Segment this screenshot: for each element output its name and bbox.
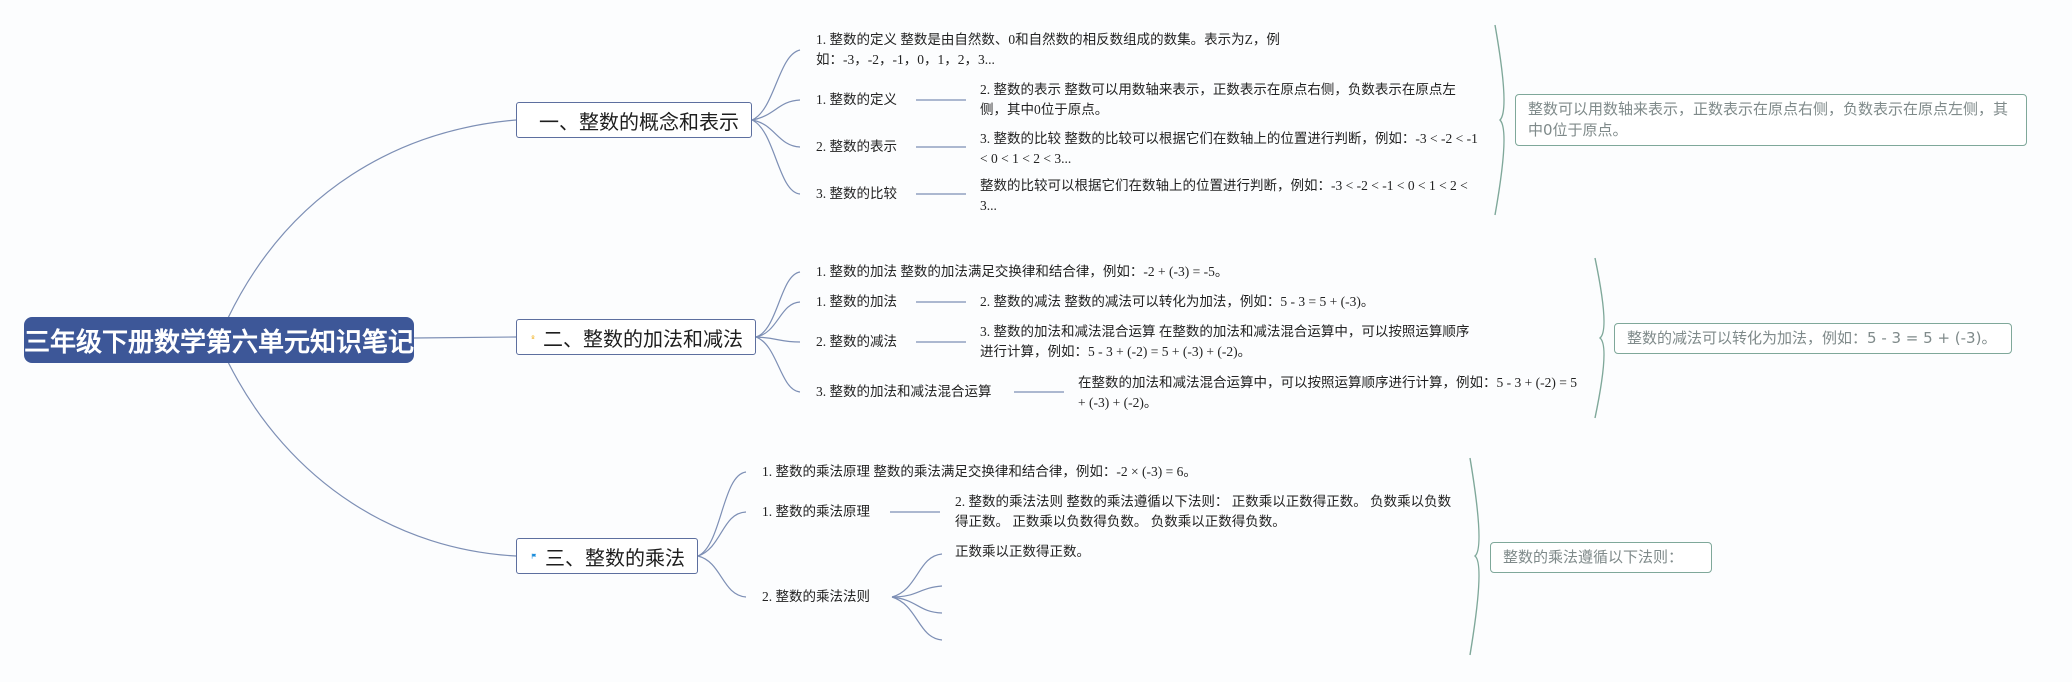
b3-sub-1[interactable]: 正数乘以正数得正数。	[955, 544, 1090, 559]
root-topic[interactable]: 三年级下册数学第六单元知识笔记	[24, 317, 414, 363]
b1-detail-4[interactable]: 整数的比较可以根据它们在数轴上的位置进行判断，例如：-3 < -2 < -1 <…	[980, 178, 1468, 213]
connector-b3-sub-4	[891, 596, 943, 641]
branch-topic-1-label: 一、整数的概念和表示	[539, 109, 739, 134]
connector-b1-item-3	[751, 119, 801, 148]
b2-item-3[interactable]: 2. 整数的减法	[816, 334, 897, 349]
connector-b1-item-4	[751, 119, 801, 195]
b1-detail-3[interactable]: 3. 整数的比较 整数的比较可以根据它们在数轴上的位置进行判断，例如：-3 < …	[980, 131, 1478, 166]
summary-brace-1	[1494, 24, 1505, 216]
award-medal-icon	[531, 335, 535, 340]
connector-b3-item-2	[697, 511, 747, 557]
connector-b1-item-2	[751, 99, 801, 121]
b1-item-1[interactable]: 1. 整数的定义 整数是由自然数、0和自然数的相反数组成的数集。表示为Z，例如：…	[816, 32, 1280, 67]
b1-detail-2[interactable]: 2. 整数的表示 整数可以用数轴来表示，正数表示在原点右侧，负数表示在原点左侧，…	[980, 82, 1456, 117]
b3-item-2[interactable]: 1. 整数的乘法原理	[762, 504, 870, 519]
summary-1[interactable]: 整数可以用数轴来表示，正数表示在原点右侧，负数表示在原点左侧，其中0位于原点。	[1515, 94, 2027, 146]
branch-topic-3[interactable]: 三、整数的乘法	[516, 538, 698, 574]
b3-detail-2[interactable]: 2. 整数的乘法法则 整数的乘法遵循以下法则： 正数乘以正数得正数。 负数乘以负…	[955, 494, 1452, 529]
summary-3[interactable]: 整数的乘法遵循以下法则：	[1490, 542, 1712, 573]
b1-item-4[interactable]: 3. 整数的比较	[816, 186, 897, 201]
summary-brace-3	[1469, 457, 1480, 656]
connector-b2-item-1	[755, 271, 801, 338]
branch-topic-3-label: 三、整数的乘法	[545, 545, 685, 570]
b3-item-1[interactable]: 1. 整数的乘法原理 整数的乘法满足交换律和结合律，例如：-2 × (-3) =…	[762, 464, 1197, 479]
connector-root-branch-2	[413, 336, 517, 339]
connector-b3-sub-2	[891, 585, 943, 598]
b2-item-4[interactable]: 3. 整数的加法和减法混合运算	[816, 384, 992, 399]
b2-item-2[interactable]: 1. 整数的加法	[816, 294, 897, 309]
b3-sub-2[interactable]	[955, 576, 965, 596]
connector-root-branch-3	[227, 361, 517, 557]
connector-b3-item-3	[697, 555, 747, 598]
summary-brace-2	[1594, 257, 1605, 419]
connector-b3-item-1	[697, 471, 747, 557]
branch-topic-2[interactable]: 二、整数的加法和减法	[516, 319, 756, 355]
branch-topic-1[interactable]: 一、整数的概念和表示	[516, 102, 752, 138]
b2-detail-4[interactable]: 在整数的加法和减法混合运算中，可以按照运算顺序进行计算，例如：5 - 3 + (…	[1078, 375, 1577, 410]
b3-sub-3[interactable]	[955, 603, 965, 623]
b2-detail-3[interactable]: 3. 整数的加法和减法混合运算 在整数的加法和减法混合运算中，可以按照运算顺序进…	[980, 324, 1470, 359]
summary-2[interactable]: 整数的减法可以转化为加法，例如：5 - 3 = 5 + (-3)。	[1614, 323, 2012, 354]
b1-item-3[interactable]: 2. 整数的表示	[816, 139, 897, 154]
connector-b3-sub-3	[891, 596, 943, 614]
b2-detail-2[interactable]: 2. 整数的减法 整数的减法可以转化为加法，例如：5 - 3 = 5 + (-3…	[980, 294, 1375, 309]
b3-sub-4[interactable]	[955, 630, 965, 650]
connector-b1-item-1	[751, 49, 801, 121]
connector-root-branch-1	[227, 119, 517, 319]
b3-item-3[interactable]: 2. 整数的乘法法则	[762, 589, 870, 604]
connector-b2-item-3	[755, 336, 801, 343]
root-topic-label: 三年级下册数学第六单元知识笔记	[24, 327, 415, 358]
connector-b2-item-2	[755, 301, 801, 338]
branch-topic-2-label: 二、整数的加法和减法	[543, 326, 743, 351]
b1-item-2[interactable]: 1. 整数的定义	[816, 92, 897, 107]
flag-icon	[531, 553, 537, 559]
connector-b2-item-4	[755, 336, 801, 393]
connector-b3-sub-1	[891, 553, 943, 598]
b2-item-1[interactable]: 1. 整数的加法 整数的加法满足交换律和结合律，例如：-2 + (-3) = -…	[816, 264, 1229, 279]
